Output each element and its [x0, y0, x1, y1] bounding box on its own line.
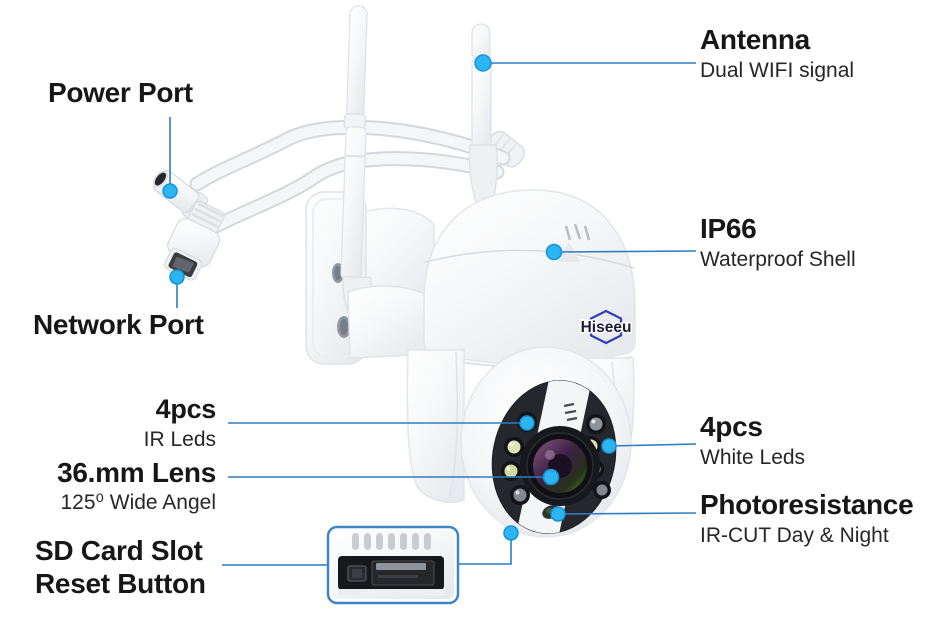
power-cable — [189, 119, 511, 192]
callout-dot-white-leds — [601, 438, 617, 454]
sd-card — [371, 560, 435, 586]
antenna-title: Antenna — [700, 24, 810, 55]
hiseeu-logo-text: Hiseeu — [581, 319, 632, 336]
white-leds-subtitle: White Leds — [700, 445, 806, 469]
network-connector — [164, 200, 225, 281]
ir-leds-subtitle: IR Leds — [143, 427, 216, 451]
network-port-title: Network Port — [33, 309, 204, 340]
antenna-right — [468, 23, 498, 214]
callout-white-leds: 4pcs White Leds — [700, 411, 805, 472]
callout-dot-sd-card — [503, 525, 519, 541]
leader-network-port — [169, 269, 185, 308]
callout-sd-card: SD Card Slot Reset Button — [35, 535, 206, 601]
callout-dot-photoresistance — [550, 506, 566, 522]
leader-antenna — [474, 54, 696, 72]
dome-tick-marks — [564, 223, 591, 241]
power-jack-hole — [154, 172, 167, 186]
leader-lens — [228, 468, 560, 486]
callout-dot-network — [169, 269, 185, 285]
ball-yoke-left — [406, 349, 465, 504]
sd-slot-inset — [326, 525, 460, 605]
camera-lens — [520, 426, 600, 506]
dome-seam — [424, 249, 635, 269]
callout-ip66: IP66 Waterproof Shell — [700, 213, 856, 274]
inset-vent-ribs — [352, 533, 431, 550]
callout-dot-power — [162, 183, 178, 199]
sd-card-title: SD Card Slot — [35, 535, 203, 566]
dome-shell — [423, 189, 636, 368]
leader-sd-card — [222, 525, 519, 566]
callout-dot-lens — [542, 468, 560, 486]
callout-left-stack: 4pcs IR Leds 36.mm Lens 125⁰ Wide Angel — [20, 394, 216, 517]
leader-white-leds — [601, 438, 697, 454]
white-leds-title: 4pcs — [700, 411, 763, 442]
leader-power-port — [162, 117, 178, 199]
network-cable — [200, 151, 505, 238]
photoresistance-title: Photoresistance — [700, 489, 914, 520]
photoresistance-subtitle: IR-CUT Day & Night — [700, 523, 889, 547]
leader-photoresistance — [550, 506, 697, 522]
power-port-title: Power Port — [48, 77, 193, 108]
callout-power-port: Power Port — [48, 77, 193, 110]
lens-title: 36.mm Lens — [57, 456, 216, 488]
callout-antenna: Antenna Dual WIFI signal — [700, 24, 854, 85]
antenna-subtitle: Dual WIFI signal — [700, 58, 855, 82]
hiseeu-logo: Hiseeu — [579, 309, 633, 345]
mount-arm — [347, 285, 433, 359]
callout-dot-ip66 — [545, 243, 563, 261]
reset-button-title: Reset Button — [35, 567, 206, 599]
mic-holes — [563, 402, 578, 422]
callout-network-port: Network Port — [33, 309, 204, 342]
leader-ir-leds — [228, 415, 535, 431]
ip66-title: IP66 — [700, 213, 757, 244]
callout-dot-antenna — [474, 54, 492, 72]
ip66-subtitle: Waterproof Shell — [700, 247, 856, 271]
callout-dot-ir-leds — [519, 415, 535, 431]
leader-ip66 — [545, 243, 697, 261]
ir-leds-title: 4pcs — [155, 394, 217, 424]
lens-subtitle: 125⁰ Wide Angel — [60, 491, 216, 515]
callout-photoresistance: Photoresistance IR-CUT Day & Night — [700, 489, 914, 550]
